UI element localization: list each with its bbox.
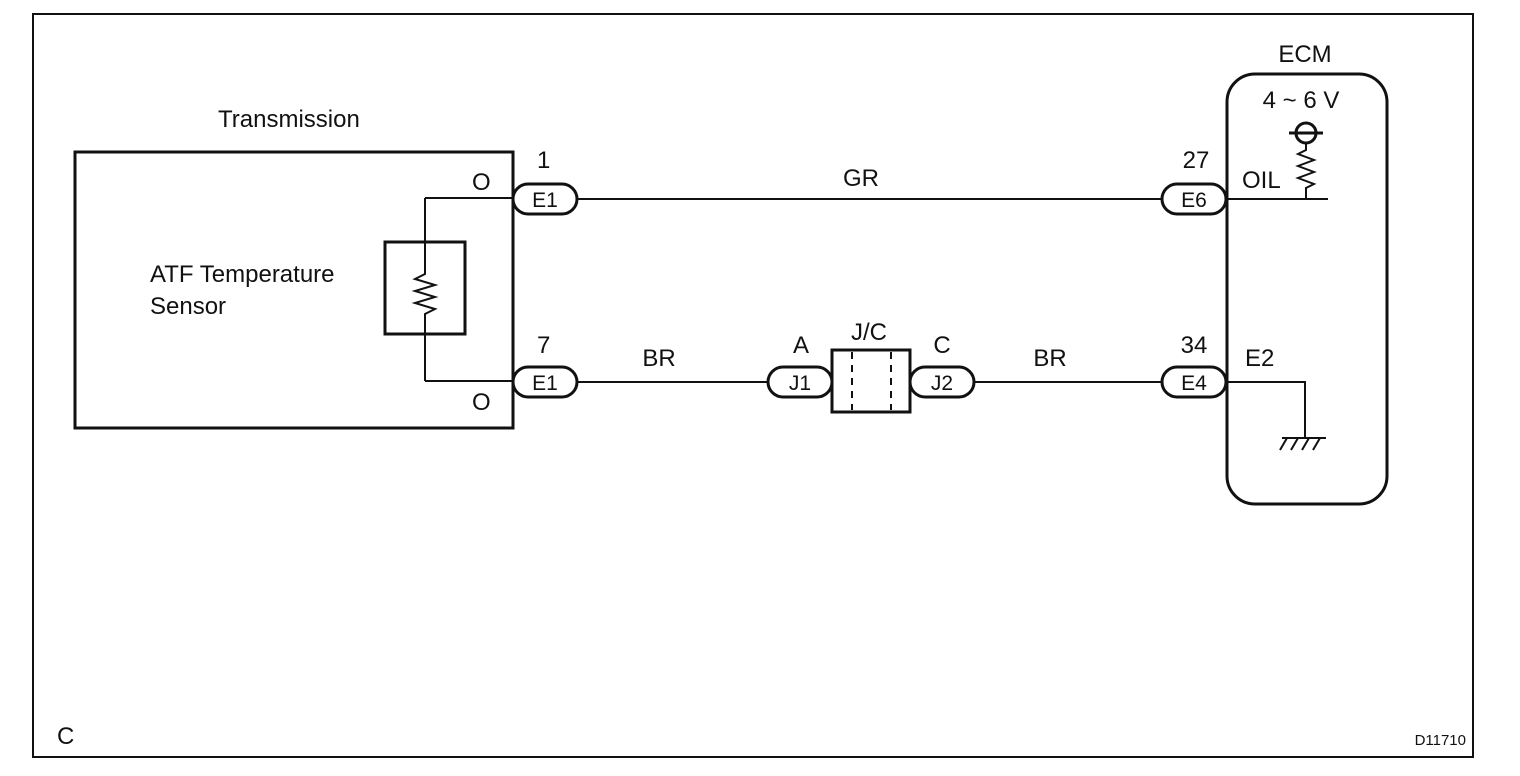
jc-left-pin: A (793, 332, 809, 359)
ecm-box (1225, 72, 1389, 506)
connector-j2-label: J2 (931, 372, 953, 395)
connector-e1-bottom-label: E1 (532, 372, 558, 395)
connector-e1-top-label: E1 (532, 189, 558, 212)
bottom-left-pin-number: 7 (537, 332, 550, 359)
ecm-voltage: 4 ~ 6 V (1263, 87, 1340, 114)
figure-code: D11710 (1415, 732, 1466, 749)
sensor-resistor-symbol (411, 198, 439, 381)
top-right-pin-number: 27 (1183, 147, 1210, 174)
diagram-frame (32, 13, 1474, 758)
wire-gr-color: GR (843, 165, 879, 192)
connector-e4-label: E4 (1181, 372, 1207, 395)
junction-connector-box (830, 348, 912, 414)
jc-label: J/C (851, 319, 887, 346)
sensor-label-line1: ATF Temperature (150, 261, 335, 288)
ecm-pullup-resistor (1295, 143, 1317, 199)
ecm-label: ECM (1278, 41, 1331, 68)
transmission-box (73, 150, 515, 430)
ecm-oil-label: OIL (1242, 167, 1281, 194)
ground-icon (1279, 437, 1326, 451)
connector-e6-label: E6 (1181, 189, 1207, 212)
wire-br-left-color: BR (642, 345, 675, 372)
connector-j1-label: J1 (789, 372, 811, 395)
sensor-label-line2: Sensor (150, 293, 226, 320)
wire-br-right-color: BR (1033, 345, 1066, 372)
ecm-e2-label: E2 (1245, 345, 1274, 372)
trans-bottom-terminal: O (472, 389, 491, 416)
transmission-label: Transmission (218, 106, 360, 133)
top-left-pin-number: 1 (537, 147, 550, 174)
jc-right-pin: C (933, 332, 950, 359)
bottom-right-pin-number: 34 (1181, 332, 1208, 359)
ecm-e2-line (1226, 381, 1306, 438)
trans-top-terminal: O (472, 169, 491, 196)
corner-letter: C (57, 723, 74, 750)
